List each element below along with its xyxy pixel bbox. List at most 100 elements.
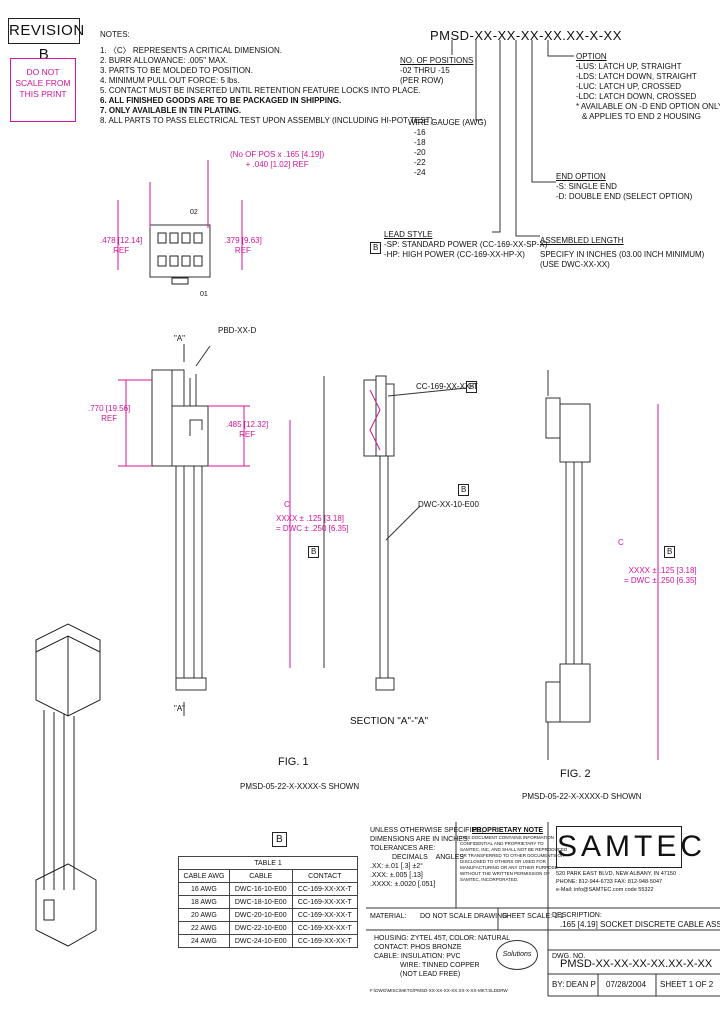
- tb-text: WIRE: TINNED COPPER: [400, 962, 480, 969]
- dim-text: .379 [9.63]: [224, 236, 262, 245]
- tb-text: (NOT LEAD FREE): [400, 971, 461, 978]
- dim-text: REF: [113, 246, 130, 255]
- dim-text: = DWC ± .250 [6.35]: [276, 524, 349, 533]
- dim-text: .770 [19.56]: [88, 404, 131, 413]
- cc-leader: [387, 387, 467, 397]
- notes-heading: NOTES:: [100, 30, 130, 39]
- wire-gauge-heading: WIRE GAUGE (AWG): [408, 118, 487, 127]
- wire-gauge-value: -20: [414, 148, 426, 157]
- solutions-logo: Solutions: [496, 940, 538, 970]
- dim-text: REF: [101, 414, 118, 423]
- revision-badge: REVISION B: [8, 18, 84, 63]
- dwc-leader: [385, 505, 421, 541]
- section-mark-top: "A": [174, 334, 186, 343]
- cell: 18 AWG: [178, 895, 230, 909]
- tb-text: PHONE: 812-944-6733 FAX: 812-948-5047: [556, 879, 663, 885]
- wire-gauge-value: -16: [414, 128, 426, 137]
- tb-text: UNLESS OTHERWISE SPECIFIED,: [370, 827, 484, 834]
- cell: 16 AWG: [178, 882, 230, 896]
- scale-line-2: SCALE FROM: [15, 78, 71, 88]
- drawing-date: 07/28/2004: [606, 980, 647, 989]
- proprietary-block: PROPRIETARY NOTE THIS DOCUMENT CONTAINS …: [460, 826, 567, 883]
- end-option-heading: END OPTION: [556, 172, 606, 181]
- option-block: OPTION -LUS: LATCH UP, STRAIGHT -LDS: LA…: [576, 52, 720, 122]
- note-item: 1. 〈C〉 REPRESENTS A CRITICAL DIMENSION.: [100, 46, 282, 55]
- fig1-title: FIG. 1: [278, 756, 309, 768]
- lead-style-tag: B: [370, 242, 382, 254]
- pos-formula-line: + .040 [1.02] REF: [245, 160, 309, 169]
- connector-face: [149, 224, 211, 278]
- note-item: 7. ONLY AVAILABLE IN TIN PLATING.: [100, 106, 242, 115]
- leader-option: [547, 40, 574, 57]
- note-item: 8. ALL PARTS TO PASS ELECTRICAL TEST UPO…: [100, 116, 436, 125]
- cell: DWC-18-10-E00: [228, 895, 293, 909]
- leader-lead-style: [492, 40, 501, 233]
- tb-text: MANUFACTURING OR ANY OTHER PURPOSE: [460, 865, 558, 870]
- option-line: -LUS: LATCH UP, STRAIGHT: [576, 62, 682, 71]
- tb-text: WITHOUT THE WRITTEN PERMISSION OF: [460, 871, 550, 876]
- lead-style-block: LEAD STYLE B -SP: STANDARD POWER (CC-169…: [370, 230, 548, 260]
- tb-text: .XXXX: ±.0020 [.051]: [370, 881, 436, 888]
- wire-gauge-value: -24: [414, 168, 426, 177]
- leader-end-option: [531, 40, 556, 183]
- positions-block: NO. OF POSITIONS -02 THRU -15 (PER ROW): [400, 56, 473, 86]
- do-not-scale-drawing: DO NOT SCALE DRAWING: [420, 913, 508, 920]
- pos-formula: (No OF POS x .165 [4.19]) + .040 [1.02] …: [230, 150, 324, 170]
- dim-text: .478 [12.14]: [100, 236, 143, 245]
- cell: 20 AWG: [178, 908, 230, 922]
- cell: DWC-22-10-E00: [228, 921, 293, 935]
- assembled-length-line: (USE DWC-XX-XX): [540, 260, 610, 269]
- contact-callout: CC-169-XX-XX-T: [416, 382, 478, 391]
- end-option-line: -D: DOUBLE END (SELECT OPTION): [556, 192, 693, 201]
- ref770-dim: .770 [19.56] REF: [88, 404, 130, 424]
- dim-text: XXXX ± .125 [3.18]: [628, 566, 697, 575]
- dim-text: REF: [234, 246, 251, 255]
- leader-assembled-length: [515, 40, 540, 237]
- dwc-callout: DWC-XX-10-E00: [418, 500, 479, 509]
- description-label: DESCRIPTION:: [552, 912, 602, 919]
- tb-text: DECIMALS: [392, 854, 428, 861]
- note-item: 3. PARTS TO BE MOLDED TO POSITION.: [100, 66, 253, 75]
- tb-text: CABLE: INSULATION: PVC: [374, 953, 461, 960]
- length-formula-2: XXXX ± .125 [3.18] = DWC ± .250 [6.35]: [624, 566, 697, 586]
- dwg-number: PMSD-XX-XX-XX-XX.XX-X-XX: [560, 958, 713, 970]
- tb-text: PROPRIETARY NOTE: [472, 827, 544, 834]
- assembled-length-line: SPECIFY IN INCHES (03.00 INCH MINIMUM): [540, 250, 705, 259]
- cell: DWC-20-10-E00: [228, 908, 293, 922]
- lead-style-line: -HP: HIGH POWER (CC-169-XX-HP-X): [384, 250, 525, 259]
- fig1-caption: PMSD-05-22-X-XXXX-S SHOWN: [240, 782, 360, 791]
- drawn-by: DEAN P: [566, 980, 596, 989]
- ref485-dim: .485 [12.32] REF: [226, 420, 268, 440]
- tb-text: TOLERANCES ARE:: [370, 845, 436, 852]
- wire-gauge-value: -22: [414, 158, 426, 167]
- tb-text: SAMTEC, INCORPORATED.: [460, 877, 519, 882]
- table-header: CONTACT: [291, 869, 359, 883]
- dim-text: REF: [239, 430, 256, 439]
- dim-text: XXXX ± .125 [3.18]: [276, 514, 344, 523]
- option-line: & APPLIES TO END 2 HOUSING: [582, 112, 701, 121]
- positions-heading: NO. OF POSITIONS: [400, 56, 474, 65]
- length-tag-2: B: [664, 546, 676, 558]
- cell: CC-169-XX-XX-T: [291, 921, 359, 935]
- assembled-length-heading: ASSEMBLED LENGTH: [540, 236, 624, 245]
- cell: CC-169-XX-XX-T: [291, 895, 359, 909]
- end-option-block: END OPTION -S: SINGLE END -D: DOUBLE END…: [556, 172, 692, 202]
- by-label: BY:: [552, 980, 565, 989]
- positions-line: -02 THRU -15: [400, 66, 450, 75]
- tb-text: e-Mail: info@SAMTEC.com code 55322: [556, 887, 654, 893]
- material-label: MATERIAL:: [370, 913, 407, 920]
- tb-text: SAMTEC, INC. AND SHALL NOT BE REPRODUCED: [460, 847, 568, 852]
- tb-text: 520 PARK EAST BLVD, NEW ALBANY, IN 47150: [556, 871, 677, 877]
- tb-text: .XXX: ±.005 [.13]: [370, 872, 423, 879]
- dim-text: = DWC ± .250 [6.35]: [624, 576, 697, 585]
- lead-style-heading: LEAD STYLE: [384, 230, 433, 239]
- lead-style-line: -SP: STANDARD POWER (CC-169-XX-SP-X): [384, 240, 548, 249]
- table-header: CABLE: [228, 869, 293, 883]
- positions-line: (PER ROW): [400, 76, 444, 85]
- address-block: 520 PARK EAST BLVD, NEW ALBANY, IN 47150…: [556, 870, 676, 894]
- cell: CC-169-XX-XX-T: [291, 882, 359, 896]
- cell: DWC-24-10-E00: [228, 934, 293, 948]
